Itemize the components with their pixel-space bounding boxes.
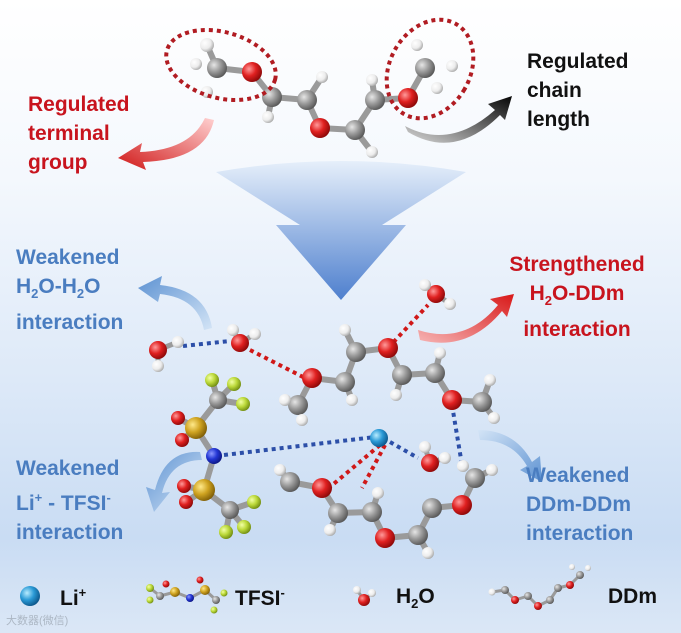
regulated-terminal-group-label: Regulated terminal group <box>28 93 130 174</box>
water-1 <box>149 336 184 372</box>
legend-li-label: Li+ <box>60 585 87 610</box>
legend-tfsi-icon <box>146 576 228 614</box>
ddm-molecule-b <box>274 460 498 559</box>
legend-li-icon <box>20 586 40 606</box>
chain-length-arrow <box>405 96 512 143</box>
legend-ddm-icon <box>488 564 591 610</box>
regulated-chain-length-label: Regulated chain length <box>527 50 629 131</box>
weakened-li-arrow <box>146 451 202 512</box>
weakened-li-tfsi-label: Weakened Li+ - TFSI- interaction <box>16 457 124 544</box>
weakened-h2o-arrow <box>138 276 212 330</box>
tfsi-anion <box>171 373 261 539</box>
water-2 <box>227 324 261 352</box>
top-ddm-atoms <box>190 38 458 158</box>
water-3 <box>419 279 456 310</box>
ddm-molecule-a <box>279 324 500 426</box>
strengthened-h2o-ddm-label: Strengthened H2O-DDm interaction <box>509 253 645 342</box>
terminal-group-highlight-right <box>384 17 476 121</box>
watermark: 大数器(微信) <box>6 615 69 627</box>
weakened-ddm-arrow <box>478 430 542 482</box>
legend-h2o-icon <box>353 586 376 606</box>
legend-ddm-label: DDm <box>608 585 658 608</box>
strengthened-arrow <box>418 294 514 343</box>
lithium-ion <box>370 429 388 447</box>
water-4 <box>419 441 451 472</box>
terminal-group-highlight-left <box>164 27 278 103</box>
terminal-group-arrow <box>118 118 214 170</box>
legend-tfsi-label: TFSI- <box>235 585 285 610</box>
legend-h2o-label: H2O <box>396 585 435 612</box>
weakened-ddm-ddm-label: Weakened DDm-DDm interaction <box>526 464 634 545</box>
funnel-arrow <box>216 161 466 300</box>
weakened-h2o-h2o-label: Weakened H2O-H2O interaction <box>16 246 124 335</box>
